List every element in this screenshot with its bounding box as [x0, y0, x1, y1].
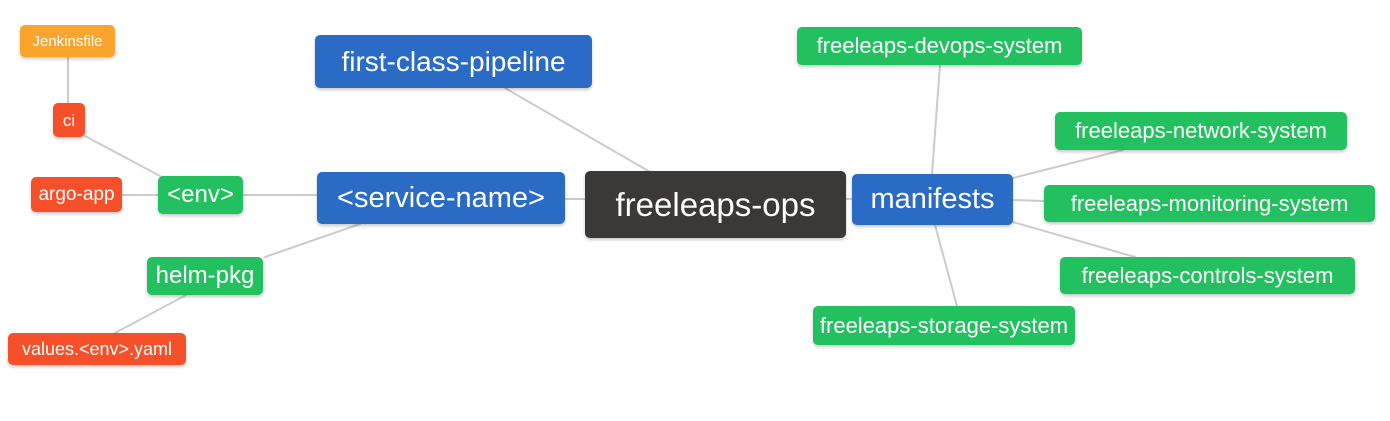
node-ci[interactable]: ci [53, 103, 85, 137]
edge-ci--env [84, 135, 161, 177]
node-freeleaps-storage-system[interactable]: freeleaps-storage-system [813, 306, 1075, 345]
node-jenkinsfile[interactable]: Jenkinsfile [20, 25, 115, 57]
edge-manifests--freeleaps-controls-system [1012, 221, 1136, 258]
edge-manifests--freeleaps-network-system [1012, 149, 1124, 179]
node-freeleaps-devops-system[interactable]: freeleaps-devops-system [797, 27, 1082, 65]
node-freeleaps-ops[interactable]: freeleaps-ops [585, 171, 846, 238]
edge-first-class-pipeline--freeleaps-ops [504, 87, 651, 173]
node-first-class-pipeline[interactable]: first-class-pipeline [315, 35, 592, 88]
node-env[interactable]: <env> [158, 176, 243, 214]
node-helm-pkg[interactable]: helm-pkg [147, 257, 263, 295]
edge-service-name--helm-pkg [264, 223, 361, 258]
node-argo-app[interactable]: argo-app [31, 177, 122, 212]
node-freeleaps-monitoring-system[interactable]: freeleaps-monitoring-system [1044, 185, 1375, 222]
node-values-env-yaml[interactable]: values.<env>.yaml [8, 333, 186, 365]
edge-manifests--freeleaps-storage-system [934, 224, 958, 307]
node-freeleaps-network-system[interactable]: freeleaps-network-system [1055, 112, 1347, 150]
edge-manifests--freeleaps-monitoring-system [1012, 199, 1045, 202]
node-service-name[interactable]: <service-name> [317, 172, 565, 224]
node-manifests[interactable]: manifests [852, 174, 1013, 225]
edge-manifests--freeleaps-devops-system [931, 64, 941, 175]
node-freeleaps-controls-system[interactable]: freeleaps-controls-system [1060, 257, 1355, 294]
edge-helm-pkg--values-env-yaml [114, 294, 187, 334]
